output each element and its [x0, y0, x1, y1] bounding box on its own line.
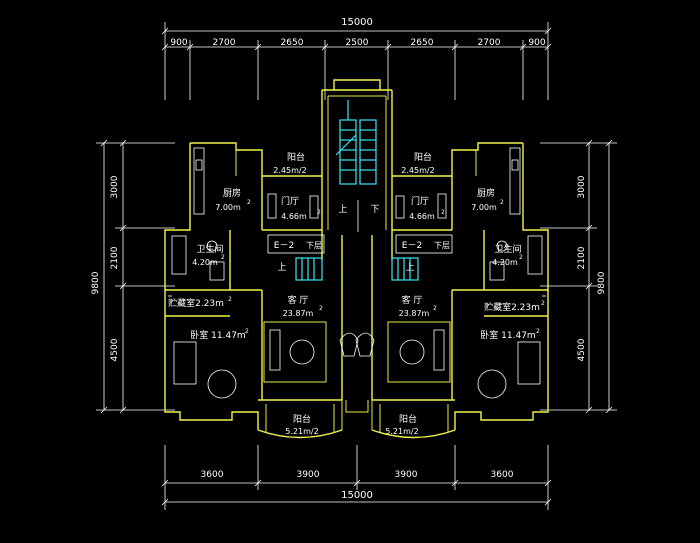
right-kitchen-area: 7.00m	[471, 203, 497, 212]
right-storage-label: 贮藏室2.23m	[484, 301, 540, 313]
superscript-mark: 2	[519, 254, 523, 261]
bottom-dimension-chain: 3600 3900 3900 3600 15000	[161, 445, 552, 510]
top-segment-dimension: 2650	[411, 38, 434, 48]
top-segment-dimension: 2650	[281, 38, 304, 48]
fixtures	[171, 147, 543, 399]
superscript-mark: 2	[319, 305, 323, 312]
superscript-mark: 2	[441, 209, 445, 216]
right-bedroom-label: 卧室 11.47m	[480, 329, 535, 341]
right-dimension-chain: 3000 2100 4500 9800	[540, 139, 617, 414]
left-north-balcony-label: 阳台	[287, 151, 305, 163]
left-north-balcony-area: 2.45m/2	[273, 166, 306, 175]
right-foyer-label: 门厅	[411, 195, 429, 207]
stair-down-label: 下	[370, 205, 379, 215]
area-superscripts: 2 2 2 2 2 2 2 2 2 2 2 2	[221, 199, 545, 335]
left-bathroom-area: 4.20m	[192, 258, 218, 267]
right-foyer-area: 4.66m	[409, 212, 435, 221]
right-bathroom-label: 卫生间	[494, 243, 521, 255]
top-segment-dimension: 2700	[213, 38, 236, 48]
right-total-dimension: 9800	[597, 271, 607, 294]
top-segment-dimension: 2500	[346, 38, 369, 48]
right-segment-dimension: 4500	[577, 338, 587, 361]
right-segment-dimension: 2100	[577, 246, 587, 269]
building-walls	[164, 79, 549, 439]
left-level-tag-sub: 下层	[306, 241, 322, 250]
bottom-total-dimension: 15000	[341, 490, 373, 501]
right-level-tag-sub: 下层	[434, 241, 450, 250]
right-living-label: 客 厅	[402, 294, 423, 306]
left-total-dimension: 9800	[91, 271, 101, 294]
superscript-mark: 2	[245, 328, 249, 335]
left-south-balcony-label: 阳台	[293, 413, 311, 425]
right-south-balcony-label: 阳台	[399, 413, 417, 425]
right-segment-dimension: 3000	[577, 175, 587, 198]
left-segment-dimension: 3000	[110, 175, 120, 198]
top-segment-dimension: 2700	[478, 38, 501, 48]
right-south-balcony-area: 5.21m/2	[385, 427, 418, 436]
left-foyer-area: 4.66m	[281, 212, 307, 221]
right-north-balcony-area: 2.45m/2	[401, 166, 434, 175]
top-segment-dimension: 900	[170, 38, 187, 48]
superscript-mark: 2	[541, 300, 545, 307]
staircase: 上 下	[335, 100, 380, 232]
left-living-label: 客 厅	[288, 294, 309, 306]
top-segment-dimension: 900	[528, 38, 545, 48]
left-dimension-chain: 9800 3000 2100 4500	[91, 139, 175, 414]
superscript-mark: 2	[247, 199, 251, 206]
right-bathroom-area: 4.20m	[492, 258, 518, 267]
left-living-area: 23.87m	[283, 309, 314, 318]
bottom-segment-dimension: 3900	[395, 470, 418, 480]
right-kitchen-label: 厨房	[477, 187, 495, 199]
left-bedroom-label: 卧室 11.47m	[190, 329, 245, 341]
left-south-balcony-area: 5.21m/2	[285, 427, 318, 436]
right-unit-labels: 阳台 2.45m/2 厨房 7.00m 门厅 4.66m 卫生间 4.20m 贮…	[385, 151, 540, 436]
left-kitchen-label: 厨房	[223, 187, 241, 199]
top-total-dimension: 15000	[341, 17, 373, 28]
bottom-segment-dimension: 3600	[201, 470, 224, 480]
right-north-balcony-label: 阳台	[414, 151, 432, 163]
left-storage-label: 贮藏室2.23m	[168, 297, 224, 309]
left-foyer-label: 门厅	[281, 195, 299, 207]
bottom-segment-dimension: 3900	[297, 470, 320, 480]
superscript-mark: 2	[228, 296, 232, 303]
right-living-area: 23.87m	[399, 309, 430, 318]
superscript-mark: 2	[500, 199, 504, 206]
superscript-mark: 2	[317, 209, 321, 216]
bottom-segment-dimension: 3600	[491, 470, 514, 480]
left-kitchen-area: 7.00m	[215, 203, 241, 212]
stair-up-label: 上	[338, 204, 347, 215]
left-unit-labels: 阳台 2.45m/2 厨房 7.00m 门厅 4.66m 卫生间 4.20m 贮…	[168, 151, 325, 436]
left-level-tag: E－2	[274, 241, 294, 251]
left-segment-dimension: 4500	[110, 338, 120, 361]
superscript-mark: 2	[536, 328, 540, 335]
top-dimension-chain: 15000 900 2700 2650 2500 2650 2700 900	[161, 17, 552, 100]
right-up-mark: 上	[405, 262, 414, 273]
left-bathroom-label: 卫生间	[196, 243, 223, 255]
right-level-tag: E－2	[402, 241, 422, 251]
superscript-mark: 2	[221, 254, 225, 261]
left-up-mark: 上	[277, 262, 286, 273]
superscript-mark: 2	[433, 305, 437, 312]
left-segment-dimension: 2100	[110, 246, 120, 269]
